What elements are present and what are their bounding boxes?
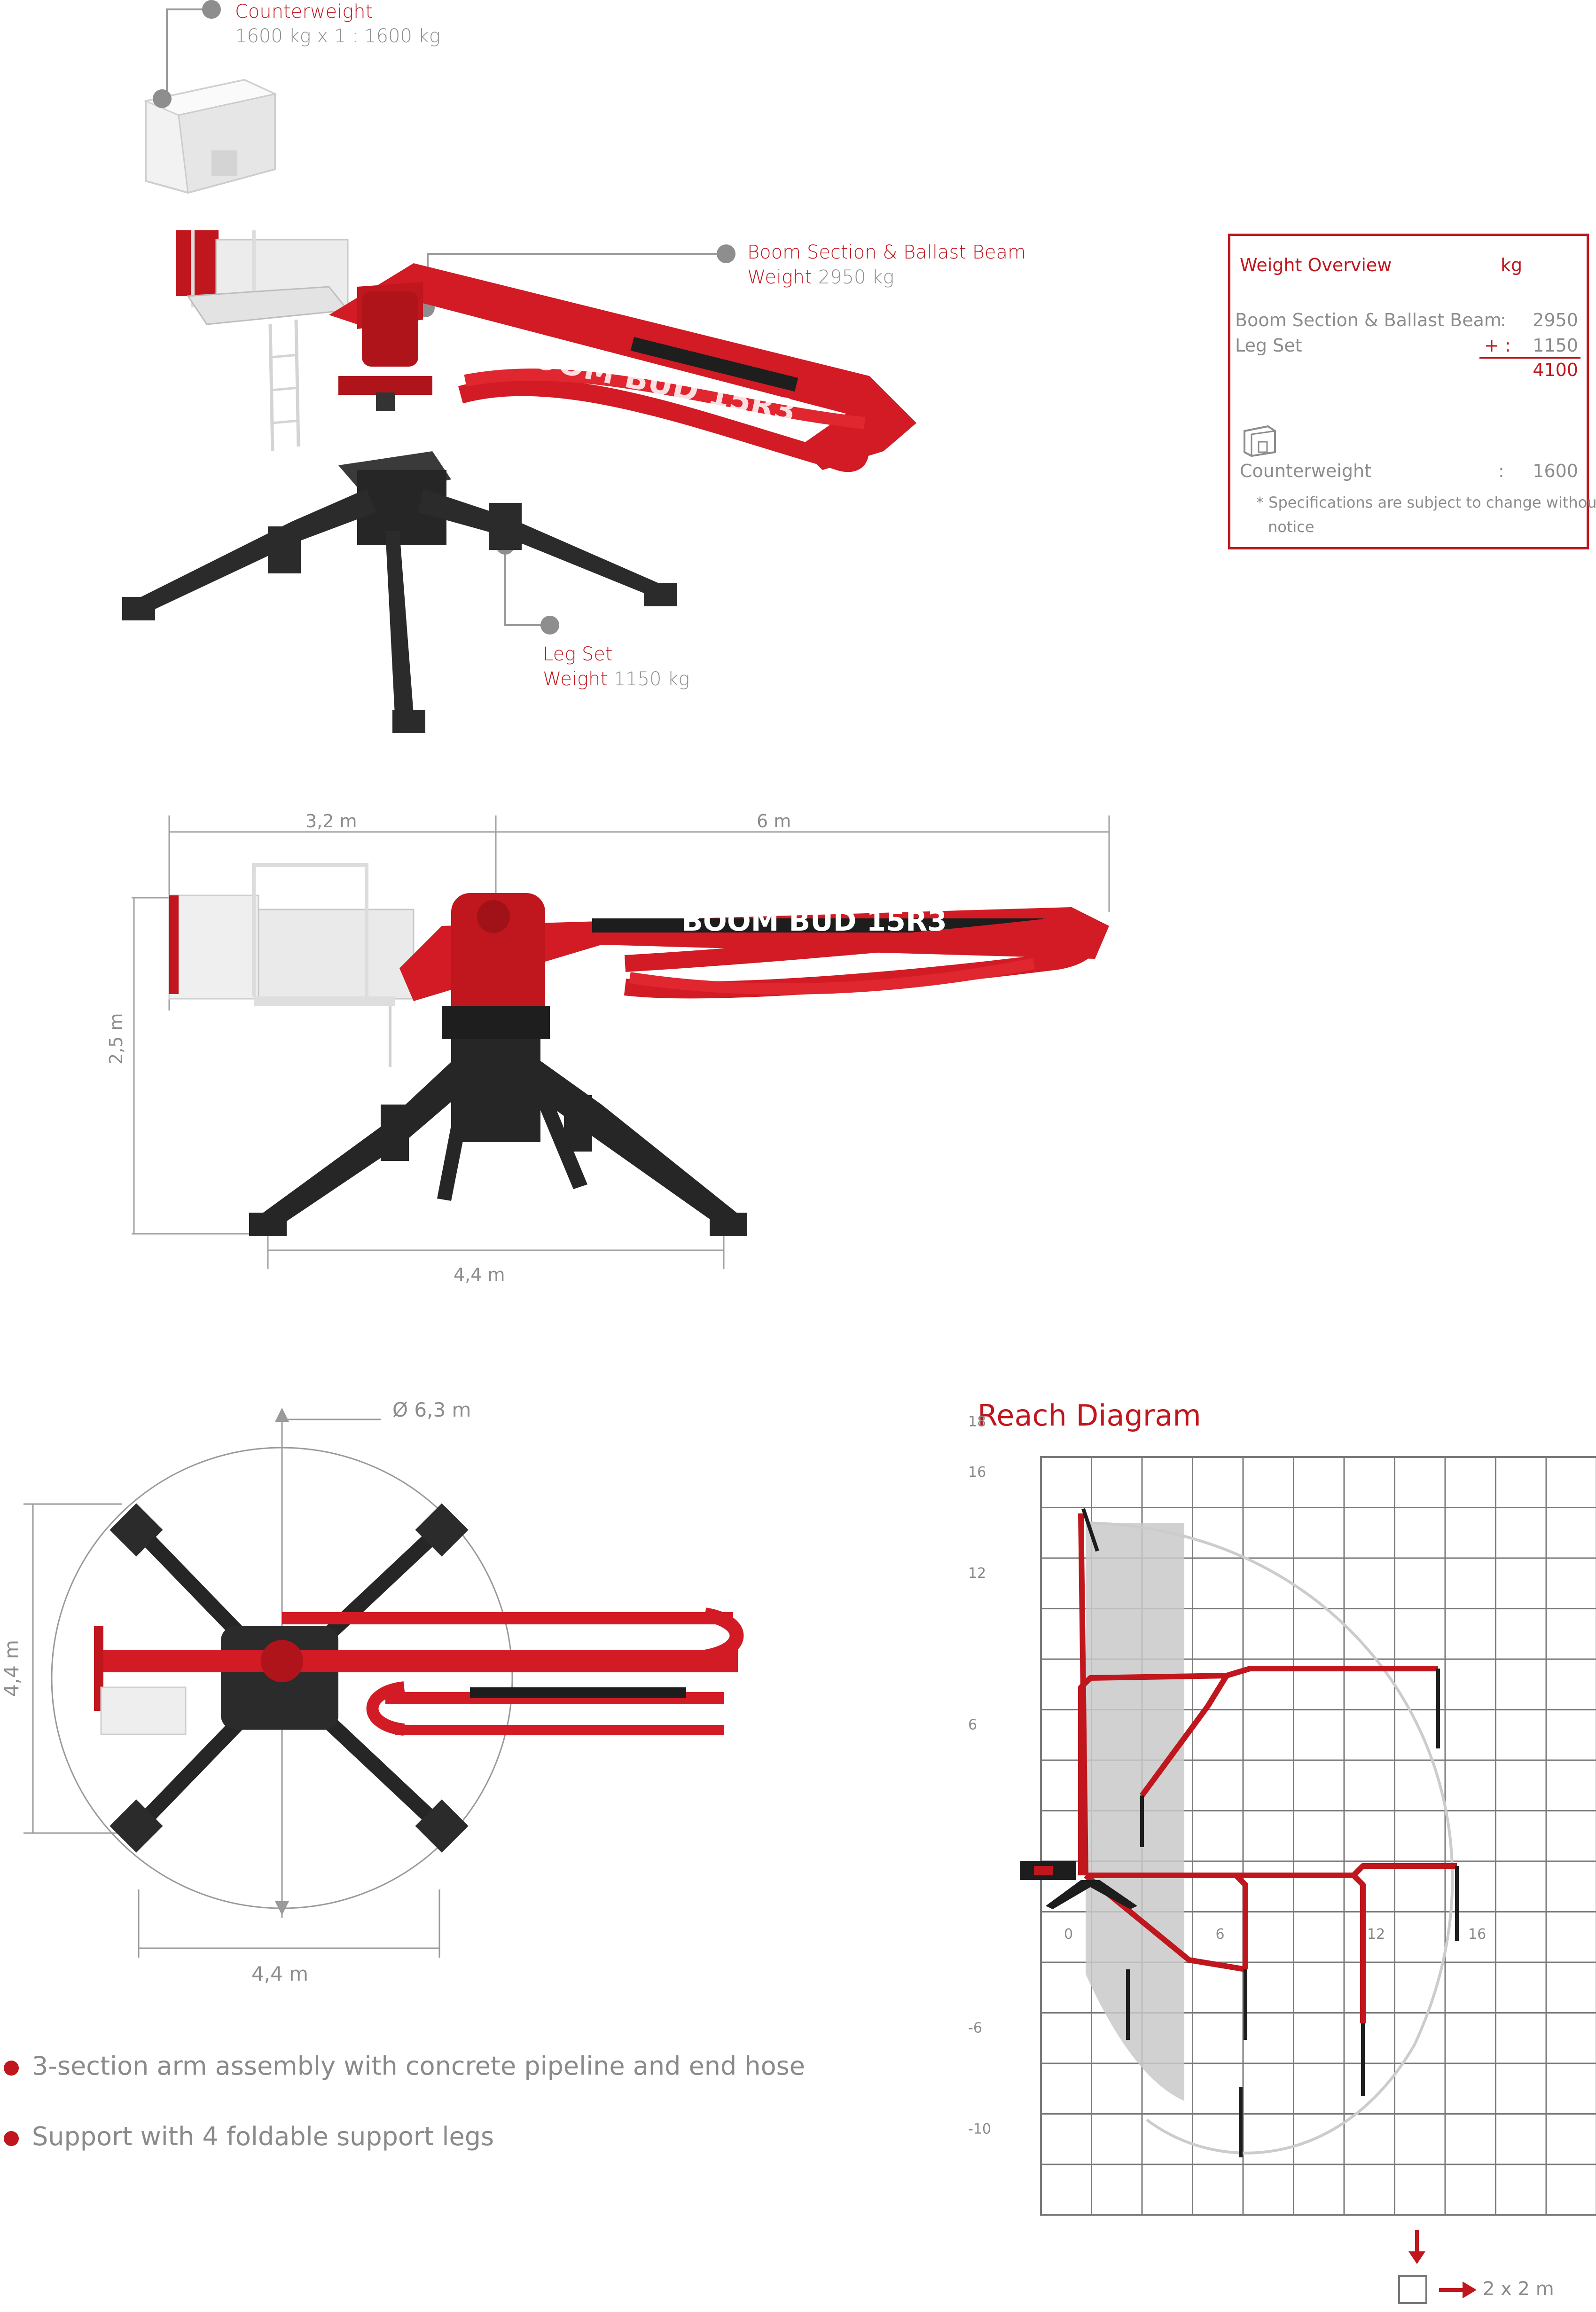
wo-counterweight-value: 1600	[1533, 461, 1578, 481]
reach-x-tick: 12	[1367, 1926, 1385, 1943]
platform-frame	[176, 230, 349, 452]
counterweight-value: 1600 kg x 1 : 1600 kg	[235, 25, 440, 47]
counterweight-small-icon	[1244, 425, 1276, 457]
boom-weight: Weight 2950 kg	[747, 266, 894, 288]
wo-row-boom-sep: :	[1500, 310, 1506, 330]
wo-note-line2: notice	[1268, 518, 1314, 536]
reach-y-tick: 12	[968, 1565, 986, 1582]
wo-counterweight: Counterweight	[1240, 461, 1371, 481]
side-boom-text: BOOM BUD 15R3	[681, 905, 947, 938]
top-view	[23, 1408, 744, 1958]
side-view: BOOM BUD 15R3	[132, 815, 1110, 1269]
reach-x-tick: 0	[1064, 1926, 1073, 1943]
dim-left-width: 3,2 m	[305, 811, 357, 831]
reach-legend-arrow-down	[1408, 2230, 1425, 2264]
reach-grid-frame	[1040, 1456, 1596, 2216]
weight-overview-panel: Weight Overview kg Boom Section & Ballas…	[1228, 234, 1596, 549]
leg-set-exploded	[122, 451, 677, 733]
wo-row-boom: Boom Section & Ballast Beam	[1235, 310, 1502, 330]
reach-x-tick: 16	[1468, 1926, 1486, 1943]
feature-bullet-2	[4, 2131, 19, 2146]
wo-row-legset: Leg Set	[1235, 335, 1302, 356]
reach-legend-arrow-right	[1439, 2281, 1477, 2298]
dim-topview-width: 4,4 m	[251, 1962, 309, 1985]
exploded-view: BOOM BUD 15R3	[122, 0, 916, 733]
reach-legend-grid-cell	[1398, 2275, 1427, 2304]
wo-counterweight-sep: :	[1498, 461, 1504, 481]
wo-row-legset-value: 1150	[1533, 335, 1578, 356]
boom-arm-exploded: BOOM BUD 15R3	[329, 263, 916, 472]
boom-title: Boom Section & Ballast Beam	[747, 242, 1026, 263]
feature-bullet-1	[4, 2061, 19, 2076]
dim-topview-height: 4,4 m	[0, 1639, 23, 1697]
dim-height: 2,5 m	[106, 1013, 126, 1065]
reach-end-hoses	[1081, 1508, 1459, 2157]
reach-y-tick: -10	[968, 2121, 991, 2138]
dim-base: 4,4 m	[454, 1264, 505, 1285]
wo-row-legset-sep: + :	[1484, 335, 1511, 356]
feature-1: 3-section arm assembly with concrete pip…	[32, 2051, 806, 2081]
wo-note-line1: * Specifications are subject to change w…	[1256, 494, 1596, 511]
feature-2: Support with 4 foldable support legs	[32, 2122, 494, 2151]
reach-x-tick: 6	[1216, 1926, 1225, 1943]
counterweight-title: Counterweight	[235, 1, 373, 23]
reach-diagram: 18 16 12 6 -6 -10 0 6 12 16	[968, 1414, 1596, 2216]
dim-right-width: 6 m	[757, 811, 791, 831]
reach-envelope	[1085, 1521, 1454, 2155]
wo-sum-line	[1479, 357, 1580, 359]
wo-row-boom-value: 2950	[1533, 310, 1578, 330]
reach-y-tick: -6	[968, 2020, 982, 2037]
legset-weight: Weight 1150 kg	[543, 668, 690, 690]
wo-total: 4100	[1533, 360, 1578, 380]
dim-diameter: Ø 6,3 m	[392, 1398, 471, 1421]
reach-y-tick: 18	[968, 1414, 986, 1430]
reach-y-tick: 6	[968, 1717, 977, 1733]
reach-title: Reach Diagram	[978, 1398, 1201, 1433]
reach-machine	[1020, 1861, 1137, 1909]
reach-y-tick: 16	[968, 1464, 986, 1481]
wo-unit: kg	[1501, 255, 1523, 275]
legset-title: Leg Set	[543, 643, 613, 665]
wo-title: Weight Overview	[1240, 255, 1392, 275]
reach-boom-positions	[1078, 1513, 1457, 2023]
reach-legend-label: 2 x 2 m	[1483, 2278, 1554, 2300]
reach-shaded-zone	[1086, 1523, 1184, 2101]
counterweight-block	[143, 78, 277, 194]
